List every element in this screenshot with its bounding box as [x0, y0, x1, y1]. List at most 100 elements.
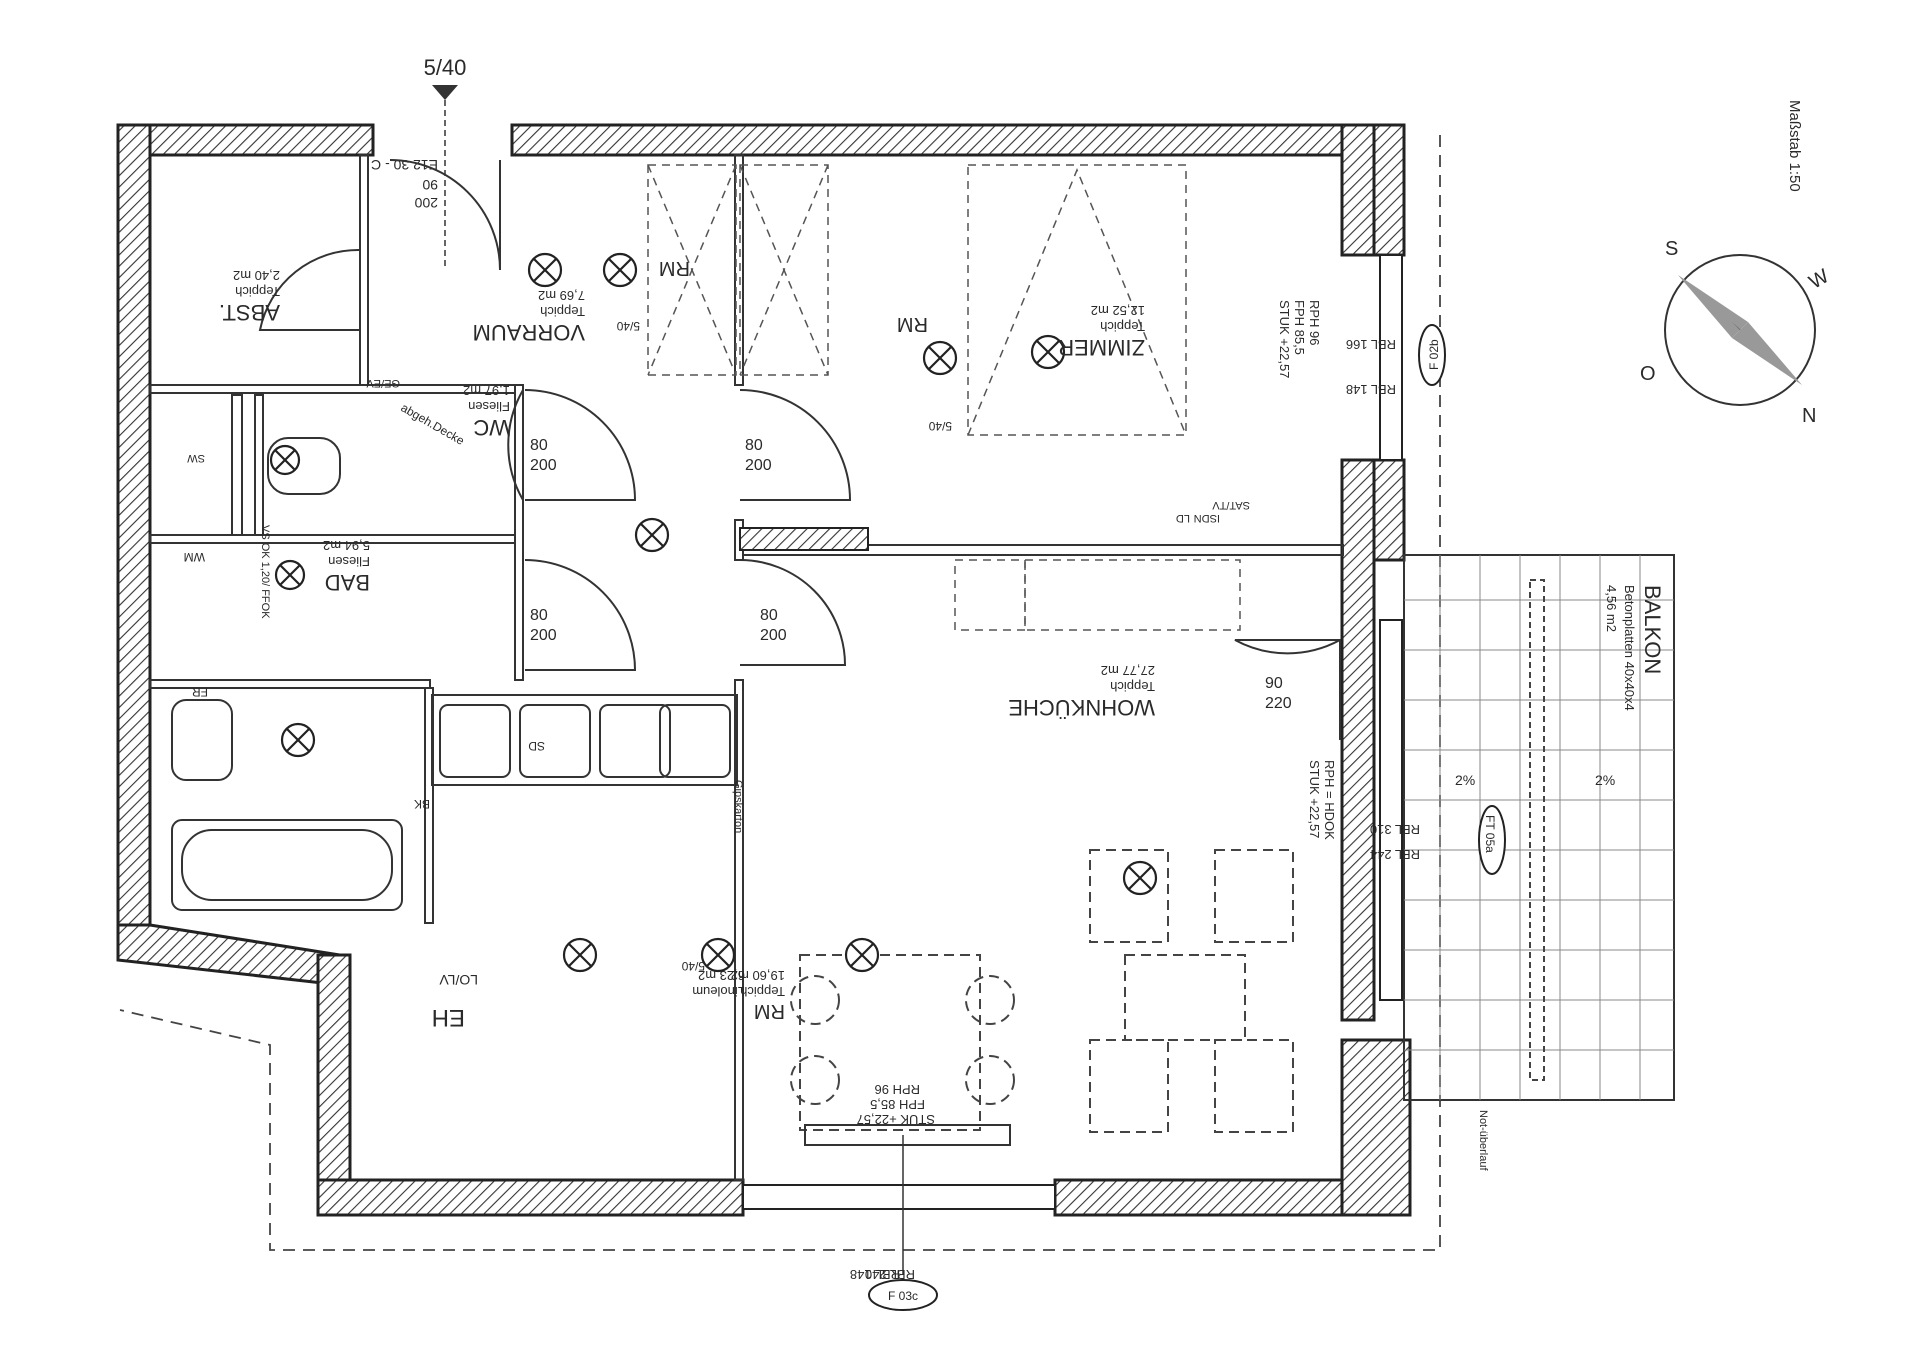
svg-text:27,77 m2: 27,77 m2 — [1101, 663, 1155, 678]
compass-right: W — [1805, 265, 1832, 294]
room-bad: BAD Fliesen 5,94 m2 — [323, 538, 370, 595]
svg-text:RBL 166: RBL 166 — [1346, 337, 1396, 352]
svg-text:200: 200 — [530, 627, 557, 644]
sanitary-fixtures — [171, 437, 341, 781]
svg-text:WM: WM — [184, 550, 205, 564]
svg-text:2%: 2% — [1595, 772, 1615, 788]
svg-text:Gipskarton: Gipskarton — [732, 780, 744, 833]
svg-text:STUK +22,57: STUK +22,57 — [1307, 760, 1322, 838]
svg-text:FPH 85,5: FPH 85,5 — [870, 1097, 925, 1112]
svg-text:VORRAUM: VORRAUM — [473, 320, 585, 345]
svg-text:BK: BK — [414, 797, 430, 811]
svg-text:RBL 310: RBL 310 — [1370, 822, 1420, 837]
compass-rose: S W N O — [1640, 238, 1833, 427]
interior-walls — [149, 154, 1344, 1181]
window-f05a: FT 05a RBL 310 RBL 244 RPH = HDOK STUK +… — [1307, 619, 1506, 1001]
room-wohnen: RM Teppich 19,60 m2 — [731, 968, 785, 1022]
svg-text:200: 200 — [745, 457, 772, 474]
room-wohnkueche: WOHNKÜCHE Teppich 27,77 m2 — [1008, 663, 1155, 720]
svg-text:RBL 148: RBL 148 — [1346, 382, 1396, 397]
room-zimmer: ZIMMER Teppich 12,52 m2 — [1058, 303, 1145, 360]
svg-text:RBL 148: RBL 148 — [850, 1267, 900, 1282]
svg-text:90: 90 — [1265, 675, 1283, 692]
bathtub — [171, 819, 403, 911]
svg-text:RPH = HDOK: RPH = HDOK — [1322, 760, 1337, 840]
kitchen-counter — [431, 694, 738, 786]
svg-text:5,94 m2: 5,94 m2 — [323, 538, 370, 553]
svg-text:RPH 96: RPH 96 — [1307, 300, 1322, 346]
entry-door-label: E12 30 - C 90 200 — [371, 157, 438, 211]
svg-text:VS OK 1,20/ FFOK: VS OK 1,20/ FFOK — [259, 525, 271, 619]
svg-text:FR: FR — [192, 685, 208, 699]
svg-text:200: 200 — [530, 457, 557, 474]
svg-text:LO/LV: LO/LV — [439, 972, 478, 988]
svg-text:Betonplatten 40x40x4: Betonplatten 40x40x4 — [1622, 585, 1637, 711]
svg-text:80: 80 — [530, 437, 548, 454]
svg-text:GE/EV: GE/EV — [366, 377, 400, 389]
svg-text:200: 200 — [760, 627, 787, 644]
svg-text:F 02b: F 02b — [1427, 339, 1441, 370]
svg-text:220: 220 — [1265, 695, 1292, 712]
svg-text:12,52 m2: 12,52 m2 — [1091, 303, 1145, 318]
svg-text:19,60 m2: 19,60 m2 — [731, 968, 785, 983]
window-f03c: F 03c RBL 240 RBL 148 RPH 96 FPH 85,5 ST… — [742, 1082, 1056, 1311]
scale-label: Maßstab 1:50 — [1786, 100, 1803, 192]
cabinets — [954, 559, 1241, 631]
bed-outline — [967, 164, 1187, 436]
rm-labels: RM RM 5/40 5/40 5/40 — [616, 257, 952, 973]
svg-text:1,97 m2: 1,97 m2 — [463, 383, 510, 398]
svg-text:ABST.: ABST. — [219, 300, 280, 325]
svg-text:Fliesen: Fliesen — [328, 554, 370, 569]
svg-text:2%: 2% — [1455, 772, 1475, 788]
svg-text:Teppich: Teppich — [1110, 679, 1155, 694]
svg-text:80: 80 — [745, 437, 763, 454]
section-marker-label: 5/40 — [424, 55, 467, 80]
svg-text:RBL 244: RBL 244 — [1370, 847, 1420, 862]
compass-left: O — [1640, 363, 1656, 385]
room-vorraum: VORRAUM Teppich 7,69 m2 — [473, 288, 585, 345]
svg-text:4,56 m2: 4,56 m2 — [1604, 585, 1619, 632]
svg-text:SW: SW — [187, 452, 205, 464]
svg-text:RM: RM — [897, 313, 928, 335]
svg-text:Teppich: Teppich — [540, 304, 585, 319]
svg-text:WC: WC — [473, 415, 510, 440]
dining-furniture — [790, 849, 1294, 1133]
svg-text:90: 90 — [422, 177, 438, 193]
svg-text:RM: RM — [659, 257, 690, 279]
balkon-name: BALKON — [1640, 585, 1665, 674]
svg-text:5/40: 5/40 — [616, 319, 640, 333]
svg-text:2,40 m2: 2,40 m2 — [233, 268, 280, 283]
doors — [258, 159, 1341, 740]
svg-text:Teppich: Teppich — [1100, 319, 1145, 334]
room-abst: ABST. Teppich 2,40 m2 — [219, 268, 280, 325]
svg-text:STUK +22,57: STUK +22,57 — [1277, 300, 1292, 378]
svg-text:5/40: 5/40 — [681, 959, 705, 973]
door-size-labels: 80 200 80 200 80 200 80 200 90 220 — [530, 437, 1292, 712]
svg-text:Fliesen: Fliesen — [468, 399, 510, 414]
svg-text:Not-überlauf: Not-überlauf — [1477, 1110, 1489, 1171]
svg-text:5/40: 5/40 — [928, 419, 952, 433]
svg-text:7,69 m2: 7,69 m2 — [538, 288, 585, 303]
svg-text:80: 80 — [760, 607, 778, 624]
svg-text:SD: SD — [528, 739, 545, 753]
svg-text:RM: RM — [754, 1000, 785, 1022]
room-kueche: Linoleum 6,23 m2 — [692, 968, 745, 999]
svg-text:Linoleum: Linoleum — [692, 984, 745, 999]
svg-text:BAD: BAD — [325, 570, 370, 595]
balkon: BALKON Betonplatten 40x40x4 4,56 m2 2% 2… — [1403, 554, 1675, 1101]
svg-text:SAT/TV: SAT/TV — [1212, 499, 1250, 511]
outer-walls — [116, 123, 1412, 1217]
svg-text:200: 200 — [414, 195, 438, 211]
section-marker: 5/40 — [424, 55, 467, 270]
svg-text:FPH 85,5: FPH 85,5 — [1292, 300, 1307, 355]
svg-text:E12 30 - C: E12 30 - C — [371, 157, 438, 173]
svg-text:Teppich: Teppich — [235, 284, 280, 299]
svg-text:ZIMMER: ZIMMER — [1058, 335, 1145, 360]
misc-labels: EH LO/LV WM FR BK SD SAT/TV ISDN LD VS O… — [184, 377, 1489, 1171]
svg-text:RPH 96: RPH 96 — [874, 1082, 920, 1097]
wardrobe-blocks — [647, 164, 829, 376]
svg-text:F 03c: F 03c — [888, 1289, 918, 1303]
svg-text:80: 80 — [530, 607, 548, 624]
svg-text:FT 05a: FT 05a — [1483, 815, 1497, 853]
